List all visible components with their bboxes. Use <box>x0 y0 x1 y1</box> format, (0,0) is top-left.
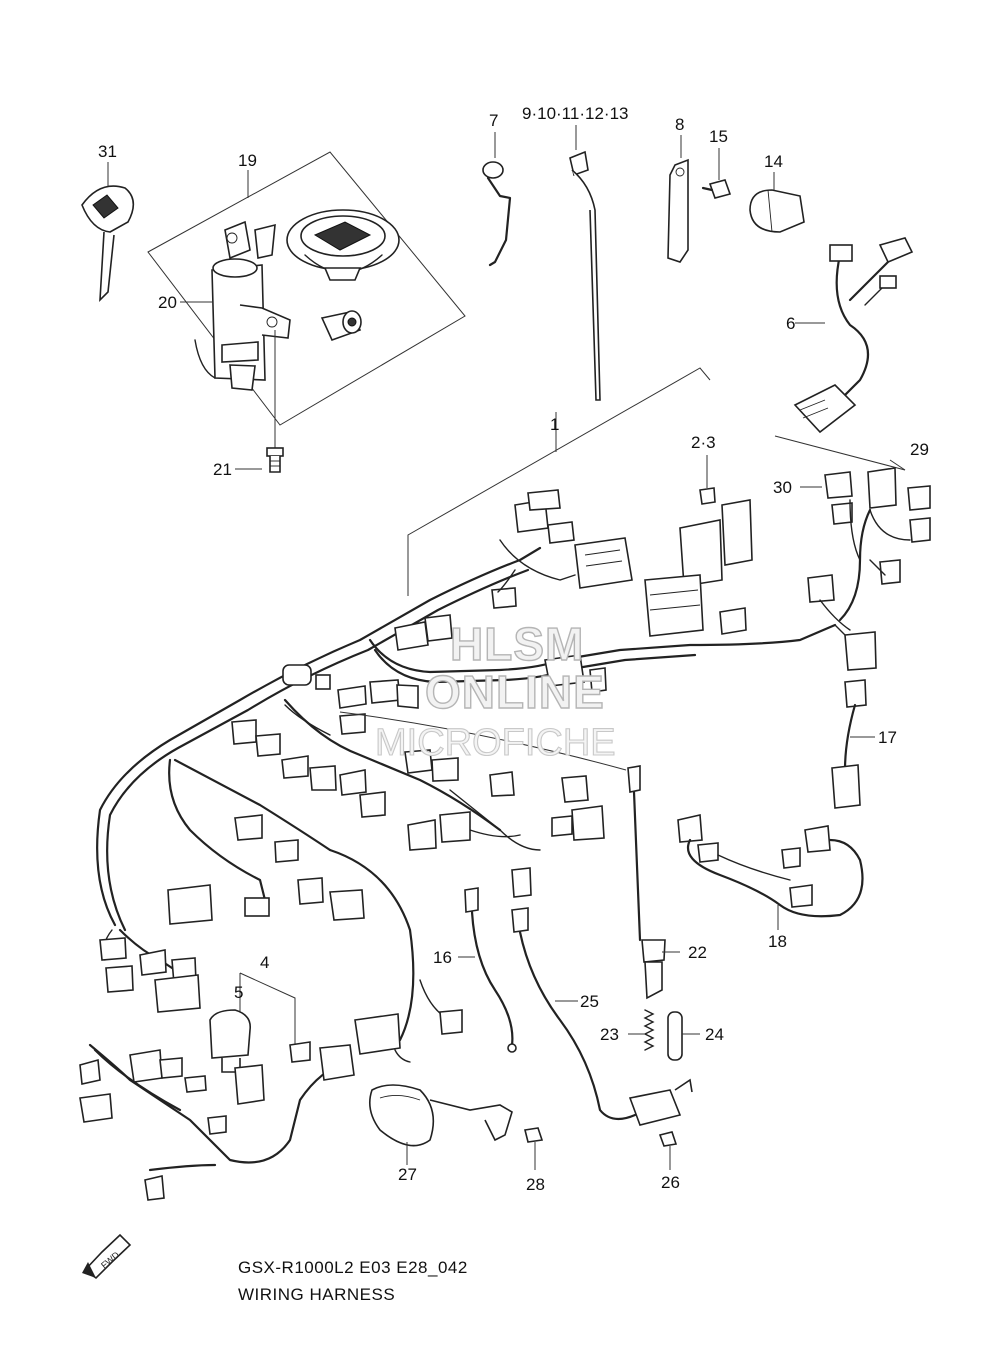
callout-labels: 31 19 20 21 7 9·10·11·12·13 8 15 14 6 1 … <box>98 104 929 1194</box>
lock-set-frame <box>147 151 466 426</box>
watermark-line-2: ONLINE <box>425 666 605 718</box>
callout-27: 27 <box>398 1165 417 1184</box>
callout-14: 14 <box>764 152 783 171</box>
watermark-line-3: MICROFICHE <box>375 722 616 764</box>
callout-8: 8 <box>675 115 684 134</box>
callout-18: 18 <box>768 932 787 951</box>
callout-6: 6 <box>786 314 795 333</box>
main-harness-part <box>96 367 931 1063</box>
lead-25-part <box>511 867 693 1126</box>
callout-28: 28 <box>526 1175 545 1194</box>
model-code: GSX-R1000L2 E03 E28_042 <box>238 1258 468 1277</box>
callout-25: 25 <box>580 992 599 1011</box>
callout-16: 16 <box>433 948 452 967</box>
callout-22: 22 <box>688 943 707 962</box>
callout-20: 20 <box>158 293 177 312</box>
fuse-box-part <box>644 455 753 637</box>
callout-4: 4 <box>260 953 269 972</box>
callout-29: 29 <box>910 440 929 459</box>
callout-31: 31 <box>98 142 117 161</box>
lock-set-group <box>81 151 466 473</box>
watermark: HLSM ONLINE MICROFICHE <box>374 617 616 764</box>
cable-tie-part <box>569 125 601 401</box>
callout-1: 1 <box>550 415 559 434</box>
callout-26: 26 <box>661 1173 680 1192</box>
tube-24-part <box>667 1011 700 1061</box>
diagram-title: WIRING HARNESS <box>238 1285 396 1304</box>
callout-17: 17 <box>878 728 897 747</box>
lead-16-part <box>458 887 517 1053</box>
fwd-arrow-icon: FWD <box>82 1233 132 1280</box>
leader-29 <box>774 435 906 471</box>
harness-17-part <box>831 679 875 809</box>
watermark-line-1: HLSM <box>450 618 584 670</box>
callout-19: 19 <box>238 151 257 170</box>
callout-5: 5 <box>234 983 243 1002</box>
bolt-28-part <box>524 1127 544 1170</box>
seat-lock-part <box>320 310 362 342</box>
callout-15: 15 <box>709 127 728 146</box>
light-27-part <box>369 1084 513 1165</box>
spring-23-part <box>628 1009 655 1051</box>
harness-4-part <box>79 972 355 1201</box>
callout-30: 30 <box>773 478 792 497</box>
harness-6-part <box>793 237 914 434</box>
ignition-switch-part <box>194 220 291 391</box>
callout-24: 24 <box>705 1025 724 1044</box>
clamp-8-part <box>667 135 689 263</box>
fuel-cap-part <box>286 209 400 281</box>
callout-9-13: 9·10·11·12·13 <box>522 104 628 123</box>
screw-21-part <box>266 330 284 473</box>
bolt-15-part <box>701 148 732 199</box>
sensor-22-part <box>339 711 680 1000</box>
callout-2-3: 2·3 <box>691 433 716 452</box>
key-part <box>81 185 135 303</box>
harness-18-part <box>677 814 864 930</box>
holder-14-part <box>749 172 805 233</box>
leader-lines <box>107 162 822 596</box>
clamp-7-part <box>482 132 512 267</box>
callout-23: 23 <box>600 1025 619 1044</box>
clamps-group <box>482 125 805 401</box>
callout-21: 21 <box>213 460 232 479</box>
callout-7: 7 <box>489 111 498 130</box>
bolt-26-part <box>658 1131 678 1170</box>
